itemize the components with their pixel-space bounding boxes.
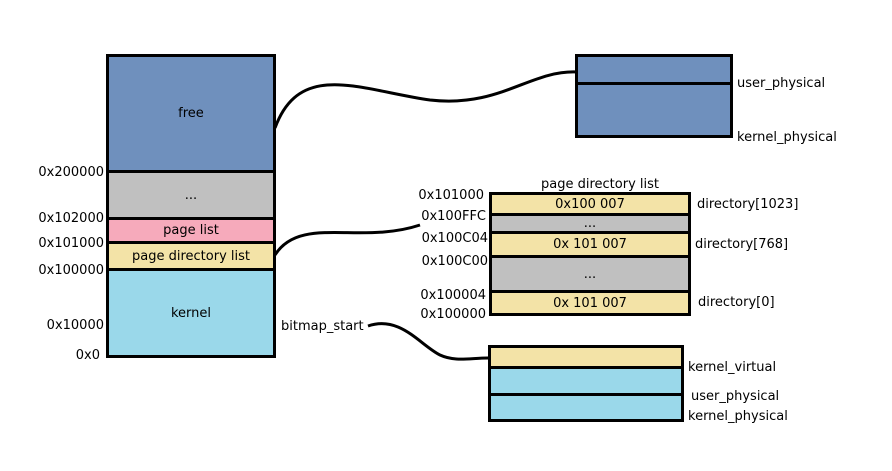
bitmap-to-struct-curve: [367, 322, 489, 361]
bitmap-kernel-physical-row: [491, 396, 681, 419]
pde-row-0: 0x 101 007: [492, 293, 688, 313]
addr-0x200000: 0x200000: [38, 165, 104, 180]
page-directory-label: page directory list: [132, 248, 250, 264]
addr-0x10000: 0x10000: [46, 318, 104, 333]
pde-768-value: 0x 101 007: [553, 237, 627, 252]
free-pools-box: [575, 54, 733, 138]
pde-gap-lower-ellipsis: ...: [583, 266, 597, 282]
pd-addr-0x100004: 0x100004: [420, 288, 486, 303]
free-label: free: [178, 106, 204, 121]
addr-0x100000: 0x100000: [38, 263, 104, 278]
pd-addr-0x100000: 0x100000: [420, 307, 486, 322]
free-to-pools-curve: [273, 70, 578, 129]
pd-addr-0x100c04: 0x100C04: [421, 231, 488, 246]
page-directory-title: page directory list: [541, 177, 659, 192]
pd-addr-0x101000: 0x101000: [418, 188, 484, 203]
bitmap-kernel-virtual-row: [491, 348, 681, 369]
free-user-physical-label: user_physical: [737, 76, 826, 91]
directory-0-label: directory[0]: [698, 295, 775, 310]
bitmap-user-physical-label: user_physical: [691, 389, 780, 404]
page-list-label: page list: [163, 223, 219, 238]
kernel-region: kernel: [109, 271, 273, 355]
addr-0x102000: 0x102000: [38, 211, 104, 226]
pde-row-gap-lower: ...: [492, 258, 688, 293]
free-kernel-physical-label: kernel_physical: [737, 130, 837, 145]
pde-row-768: 0x 101 007: [492, 234, 688, 258]
pde-gap-upper-ellipsis: ...: [583, 216, 597, 231]
pd-addr-0x100c00: 0x100C00: [421, 254, 488, 269]
pd-addr-0x100ffc: 0x100FFC: [421, 209, 486, 224]
addr-0x101000: 0x101000: [38, 236, 104, 251]
pde-1023-value: 0x100 007: [555, 196, 625, 212]
bitmap-struct: [488, 345, 684, 422]
free-region: free: [109, 57, 273, 173]
page-directory-table: 0x100 007 ... 0x 101 007 ... 0x 101 007: [489, 192, 691, 316]
bitmap-kernel-virtual-label: kernel_virtual: [688, 360, 777, 375]
directory-1023-label: directory[1023]: [697, 197, 799, 212]
bitmap-start-label: bitmap_start: [281, 319, 364, 334]
bitmap-kernel-physical-label: kernel_physical: [688, 409, 788, 424]
gap-region: ...: [109, 173, 273, 220]
addr-0x0: 0x0: [75, 348, 100, 363]
pde-row-gap-upper: ...: [492, 216, 688, 234]
pagedir-to-table-curve: [273, 223, 421, 256]
gap-ellipsis: ...: [184, 187, 198, 203]
directory-768-label: directory[768]: [695, 237, 789, 252]
bitmap-user-physical-row: [491, 369, 681, 396]
kernel-label: kernel: [170, 305, 212, 321]
page-list-region: page list: [109, 220, 273, 244]
pde-row-1023: 0x100 007: [492, 195, 688, 216]
page-directory-region: page directory list: [109, 244, 273, 271]
free-pools-divider: [578, 82, 730, 85]
memory-map: free ... page list page directory list k…: [106, 54, 276, 358]
pde-0-value: 0x 101 007: [553, 295, 627, 311]
